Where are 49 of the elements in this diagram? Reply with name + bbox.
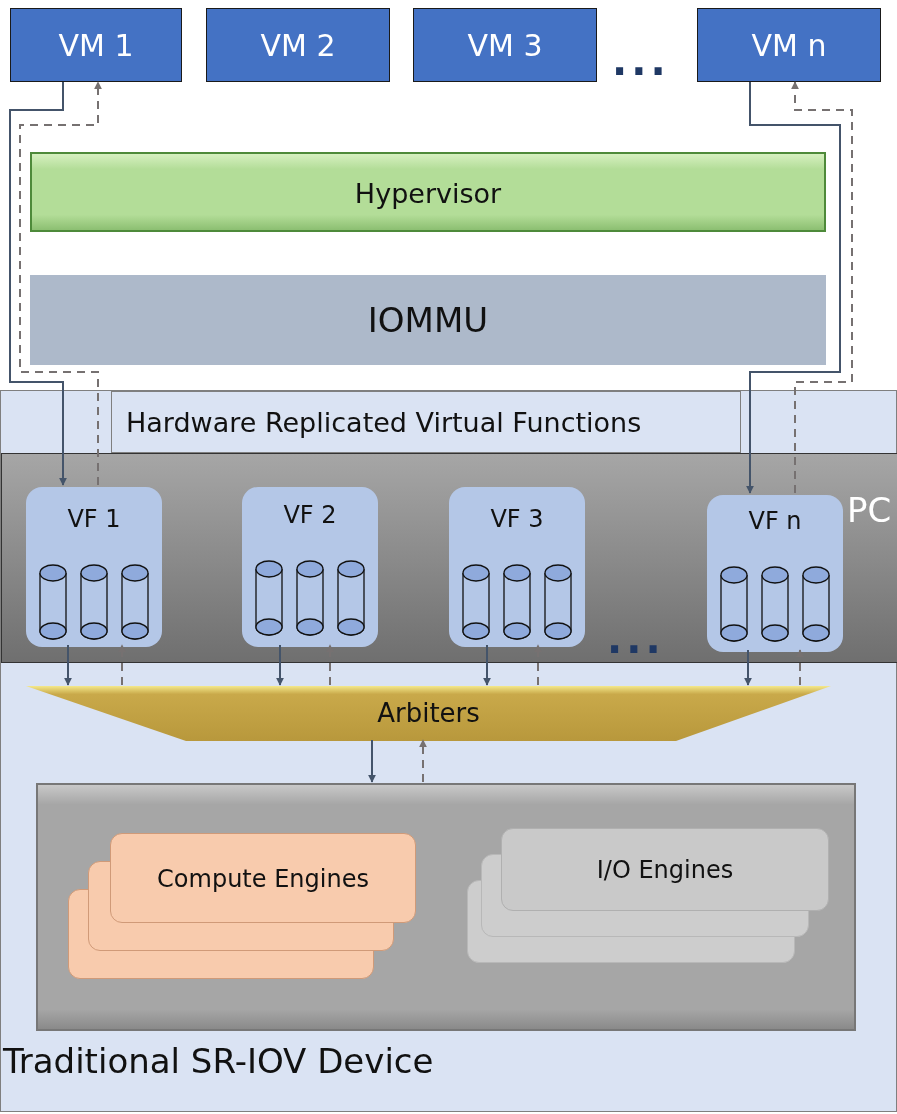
ellipsis-label: ... bbox=[607, 624, 665, 654]
device-region bbox=[0, 390, 897, 1112]
node-label: VM 2 bbox=[259, 28, 337, 64]
arrow bbox=[746, 81, 841, 494]
node-label: Compute Engines bbox=[156, 864, 370, 894]
header-band bbox=[111, 391, 741, 453]
arrow bbox=[326, 644, 334, 686]
arrow bbox=[744, 649, 752, 686]
node-label: Hardware Replicated Virtual Functions bbox=[126, 406, 642, 440]
arrow bbox=[9, 81, 67, 486]
arbiter-trapezoid bbox=[26, 686, 831, 741]
node-label: VF 2 bbox=[282, 501, 338, 530]
node-label: I/O Engines bbox=[595, 856, 735, 885]
region-label: Traditional SR-IOV Device bbox=[3, 1041, 434, 1082]
arrow bbox=[368, 739, 376, 783]
iommu-band bbox=[30, 275, 826, 365]
node-label: VM n bbox=[750, 28, 828, 64]
arrow bbox=[118, 644, 126, 686]
node-label: VM 1 bbox=[57, 28, 135, 64]
ellipsis-label: ... bbox=[612, 46, 670, 76]
node-label: VF 1 bbox=[66, 505, 122, 534]
engine-panel bbox=[36, 783, 856, 1031]
hypervisor-bar bbox=[30, 152, 826, 232]
vf-box bbox=[26, 487, 162, 647]
arrow bbox=[419, 739, 427, 783]
node-label: Hypervisor bbox=[353, 177, 503, 211]
arrow bbox=[64, 644, 72, 686]
vm-box bbox=[10, 8, 182, 82]
arrow bbox=[276, 644, 284, 686]
vf-box bbox=[707, 495, 843, 652]
arrow bbox=[19, 81, 102, 486]
arrow bbox=[796, 649, 804, 686]
node-label: Arbiters bbox=[376, 697, 481, 730]
vf-box bbox=[242, 487, 378, 647]
node-label: VF n bbox=[747, 507, 803, 536]
arrow bbox=[483, 644, 491, 686]
vm-box bbox=[413, 8, 597, 82]
vf-box bbox=[449, 487, 585, 647]
vm-box bbox=[697, 8, 881, 82]
arrow bbox=[534, 644, 542, 686]
engine-card bbox=[501, 828, 829, 911]
engine-card bbox=[110, 833, 416, 923]
vm-box bbox=[206, 8, 390, 82]
node-label: IOMMU bbox=[366, 299, 490, 341]
band-label: PC bbox=[847, 490, 892, 531]
node-label: VF 3 bbox=[489, 505, 545, 534]
arrow bbox=[791, 81, 853, 494]
bus-band bbox=[1, 453, 897, 663]
node-label: VM 3 bbox=[466, 28, 544, 64]
